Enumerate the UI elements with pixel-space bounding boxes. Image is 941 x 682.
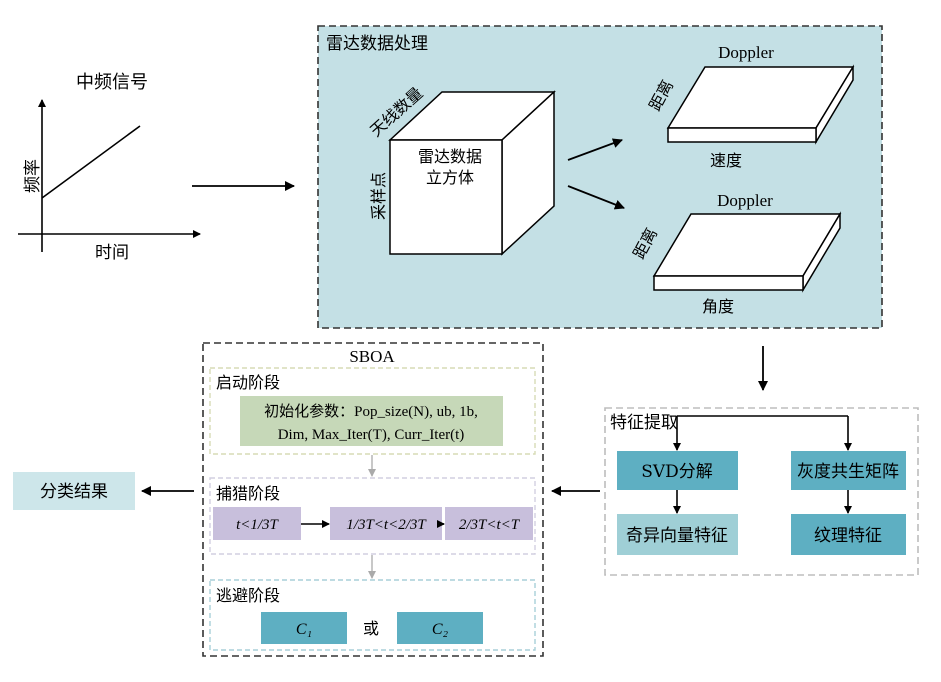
radar-data-cube: 雷达数据 立方体 天线数量 采样点 (366, 83, 556, 256)
escape-c2-box (397, 612, 483, 644)
start-phase-frame (209, 367, 536, 455)
hunt-cond2-box (330, 507, 442, 540)
glcm-box (791, 451, 906, 490)
singular-vector-box (617, 514, 738, 555)
cube-front-face (389, 139, 503, 255)
feature-extraction-frame (604, 407, 919, 576)
glcm-label: 灰度共生矩阵 (797, 462, 899, 482)
slab1-top-label: Doppler (718, 43, 774, 62)
sboa-panel: SBOA 启动阶段 初始化参数：Pop_size(N), ub, 1b, Dim… (202, 342, 544, 657)
doppler-speed-map: Doppler 距离 速度 (645, 43, 855, 170)
slab2-front (653, 275, 804, 291)
singular-vector-label: 奇异向量特征 (626, 526, 728, 546)
feature-extraction-panel: 特征提取 SVD分解 灰度共生矩阵 奇异向量特征 纹理特征 (604, 407, 919, 576)
hunt-cond3-label: 2/3T<t<T (459, 517, 521, 533)
hunt-phase-frame (209, 477, 536, 555)
escape-phase-title: 逃避阶段 (216, 586, 280, 605)
texture-feature-box (791, 514, 906, 555)
radar-processing-panel: 雷达数据处理 雷达数据 立方体 天线数量 采样点 Doppler 距离 速度 (317, 25, 883, 329)
if-x-label: 时间 (95, 243, 129, 263)
hunt-cond1-box (213, 507, 301, 540)
cube-label-line1: 雷达数据 (418, 147, 482, 166)
cube-to-angle-arrow (567, 185, 625, 210)
escape-phase-frame (209, 579, 536, 651)
slab2-bottom-label: 角度 (702, 297, 734, 316)
texture-feature-label: 纹理特征 (814, 526, 882, 546)
result-box (13, 472, 135, 510)
sboa-frame (202, 342, 544, 657)
cube-label-line2: 立方体 (426, 168, 474, 187)
escape-c1-box (261, 612, 347, 644)
init-params-box (240, 396, 503, 446)
cube-left-edge-label: 采样点 (369, 172, 388, 220)
radar-processing-title: 雷达数据处理 (326, 34, 428, 54)
cube-to-speed-arrow (567, 138, 623, 161)
if-signal-title: 中频信号 (76, 72, 148, 93)
slab1-bottom-label: 速度 (710, 151, 742, 170)
hunt-phase-title: 捕猎阶段 (216, 484, 280, 503)
if-signal-chart: 中频信号 频率 时间 (18, 72, 201, 263)
escape-or-label: 或 (363, 619, 379, 638)
slab2-top-label: Doppler (717, 191, 773, 210)
doppler-angle-map: Doppler 距离 角度 (629, 191, 842, 316)
init-params-line1: 初始化参数：Pop_size(N), ub, 1b, (264, 403, 478, 420)
escape-c1-label: C₁ (296, 621, 312, 638)
slab1-front (667, 127, 817, 143)
feature-extraction-title: 特征提取 (610, 413, 678, 433)
hunt-cond3-box (445, 507, 533, 540)
init-params-line2: Dim, Max_Iter(T), Curr_Iter(t) (278, 427, 465, 443)
hunt-cond1-label: t<1/3T (236, 517, 279, 533)
hunt-cond2-label: 1/3T<t<2/3T (346, 517, 427, 533)
result-label: 分类结果 (40, 482, 108, 502)
start-phase-title: 启动阶段 (216, 373, 280, 392)
svd-label: SVD分解 (641, 462, 713, 482)
svd-box (617, 451, 738, 490)
classification-result: 分类结果 (13, 472, 135, 510)
if-y-label: 频率 (23, 159, 43, 193)
sboa-title: SBOA (349, 347, 395, 366)
escape-c2-label: C₂ (432, 621, 449, 638)
if-chirp-line (41, 125, 141, 199)
